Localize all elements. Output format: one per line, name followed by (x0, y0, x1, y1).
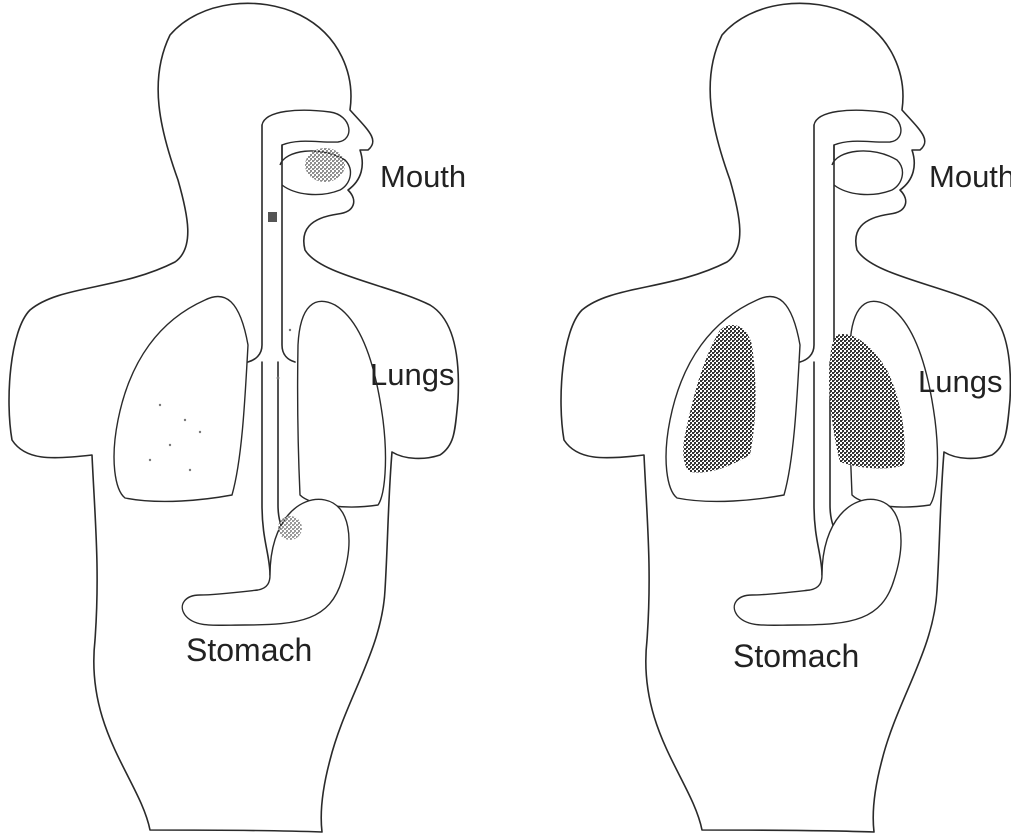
right-label-lungs: Lungs (918, 364, 1002, 399)
right-label-mouth: Mouth (929, 159, 1011, 194)
left-body-outline (9, 3, 458, 832)
left-food-in-stomach (278, 516, 302, 540)
left-food-in-mouth (305, 148, 345, 182)
left-label-lungs: Lungs (370, 357, 454, 392)
left-label-mouth: Mouth (380, 159, 466, 194)
right-label-stomach: Stomach (733, 638, 859, 674)
right-left-lung-shading (683, 325, 755, 473)
left-food-in-throat (268, 212, 277, 222)
right-figure: Mouth Lungs Stomach (561, 3, 1011, 832)
right-body-outline (561, 3, 1010, 832)
left-figure: Mouth Lungs Stomach (9, 3, 466, 832)
left-label-stomach: Stomach (186, 632, 312, 668)
